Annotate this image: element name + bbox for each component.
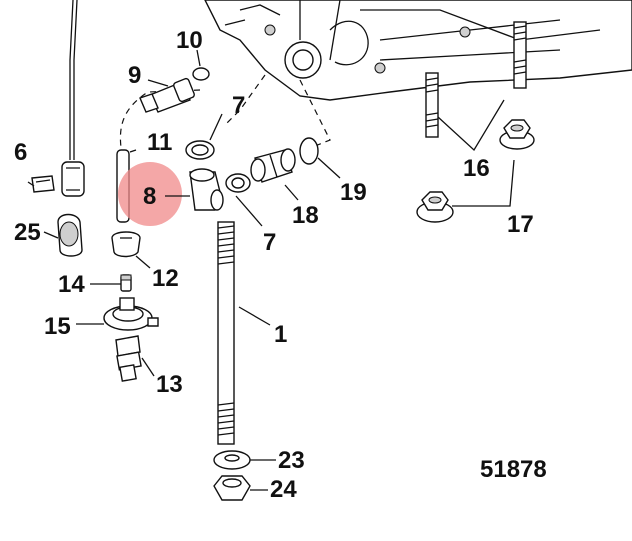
callout-14: 14: [58, 271, 85, 298]
stud-part: [513, 21, 527, 89]
callout-19: 19: [340, 179, 367, 206]
hose-fitting-part: [250, 148, 296, 183]
callout-7: 7: [263, 229, 276, 256]
flange-nut-part: [499, 119, 535, 150]
stud-part: [425, 72, 439, 138]
engine-block-part: [204, 0, 632, 101]
callout-12: 12: [152, 265, 179, 292]
dashed-assembly-line: [224, 74, 266, 126]
callout-9: 9: [128, 62, 141, 89]
sensor-clamp-part: [103, 297, 159, 331]
hose-clamp-part: [225, 173, 251, 193]
boot-part: [57, 213, 83, 257]
callout-10: 10: [176, 27, 203, 54]
dashed-assembly-line: [299, 79, 331, 151]
callout-18: 18: [292, 202, 319, 229]
leader-lines: [27, 49, 515, 491]
clip-part: [111, 231, 141, 258]
o-ring-part: [299, 137, 319, 165]
callout-1: 1: [274, 321, 287, 348]
highlight-marker: [118, 162, 182, 226]
callout-17: 17: [507, 211, 534, 238]
callout-6: 6: [14, 139, 27, 166]
drawing-number: 51878: [480, 456, 547, 483]
sensor-wire-part: [61, 0, 85, 197]
screw-part: [120, 274, 132, 292]
callout-8: 8: [143, 183, 156, 210]
sensor-part: [115, 335, 142, 382]
callout-23: 23: [278, 447, 305, 474]
washer-part: [213, 450, 251, 470]
o-ring-part: [192, 67, 210, 81]
long-stud-part: [217, 221, 235, 445]
callout-11: 11: [147, 129, 172, 156]
callout-13: 13: [156, 371, 183, 398]
nut-part: [213, 475, 251, 501]
flange-nut-part: [416, 191, 454, 223]
elbow-fitting-part: [189, 168, 224, 211]
callout-16: 16: [463, 155, 490, 182]
hose-clamp-part: [185, 140, 215, 160]
callout-15: 15: [44, 313, 71, 340]
fitting-part: [139, 77, 195, 113]
callout-7: 7: [232, 92, 245, 119]
connector-part: [31, 175, 55, 193]
callout-24: 24: [270, 476, 297, 503]
callout-25: 25: [14, 219, 41, 246]
